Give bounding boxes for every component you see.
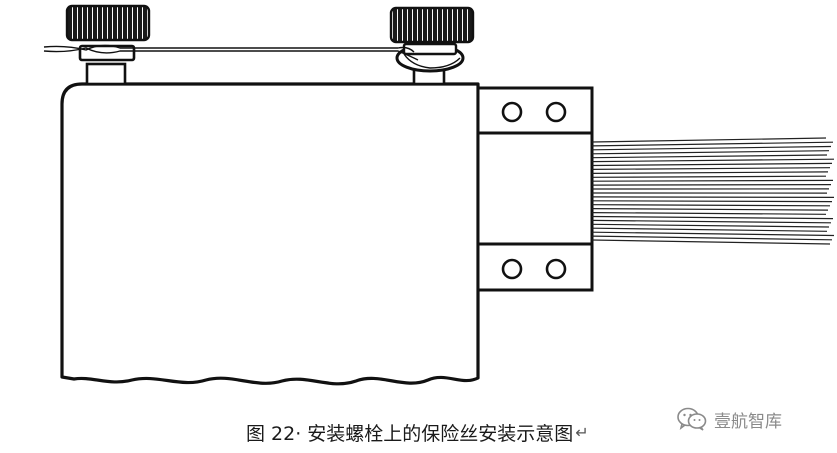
wire-strand [591,162,833,167]
clamp-hole-bottom-left [501,258,523,280]
wire-strand [591,154,828,159]
wire-strand [591,231,835,237]
wire-strand [591,158,835,163]
wire-strand [591,175,827,178]
caption-return-mark: ↵ [575,422,589,442]
wire-strand [591,204,831,207]
figure-caption: 图 22· 安装螺栓上的保险丝安装示意图 ↵ [246,419,589,445]
wire-strand [591,212,827,215]
wire-strand [591,208,829,211]
housing-body [60,82,480,386]
wire-strand [591,235,833,241]
safety-wire [43,44,461,69]
wire-strand [591,184,832,186]
wire-strand [591,137,827,143]
figure-caption-text: 图 22· 安装螺栓上的保险丝安装示意图 [246,422,574,445]
clamp-block [476,86,594,292]
watermark-text: 壹航智库 [714,411,782,432]
wire-strand [591,219,832,224]
wire-strand [591,200,833,203]
wire-strand [591,196,835,198]
clamp-hole-top-right [545,101,567,123]
wechat-icon [676,406,708,432]
wire-strand [591,167,831,170]
left-bolt-knurled-head [65,4,151,42]
right-bolt [389,6,475,86]
watermark: 壹航智库 [676,404,782,434]
wire-strand [591,223,830,228]
wire-strand [591,150,830,155]
wire-strand [591,215,834,220]
wire-strand [591,145,832,151]
wire-strand [591,141,834,147]
wire-strand [591,171,829,174]
clamp-hole-bottom-right [545,258,567,280]
wire-strand [591,239,831,245]
wire-strand [591,227,828,232]
wire-bundle [591,137,835,245]
clamp-hole-top-left [501,101,523,123]
right-bolt-knurled-head [389,6,475,44]
wire-strand [591,179,834,182]
